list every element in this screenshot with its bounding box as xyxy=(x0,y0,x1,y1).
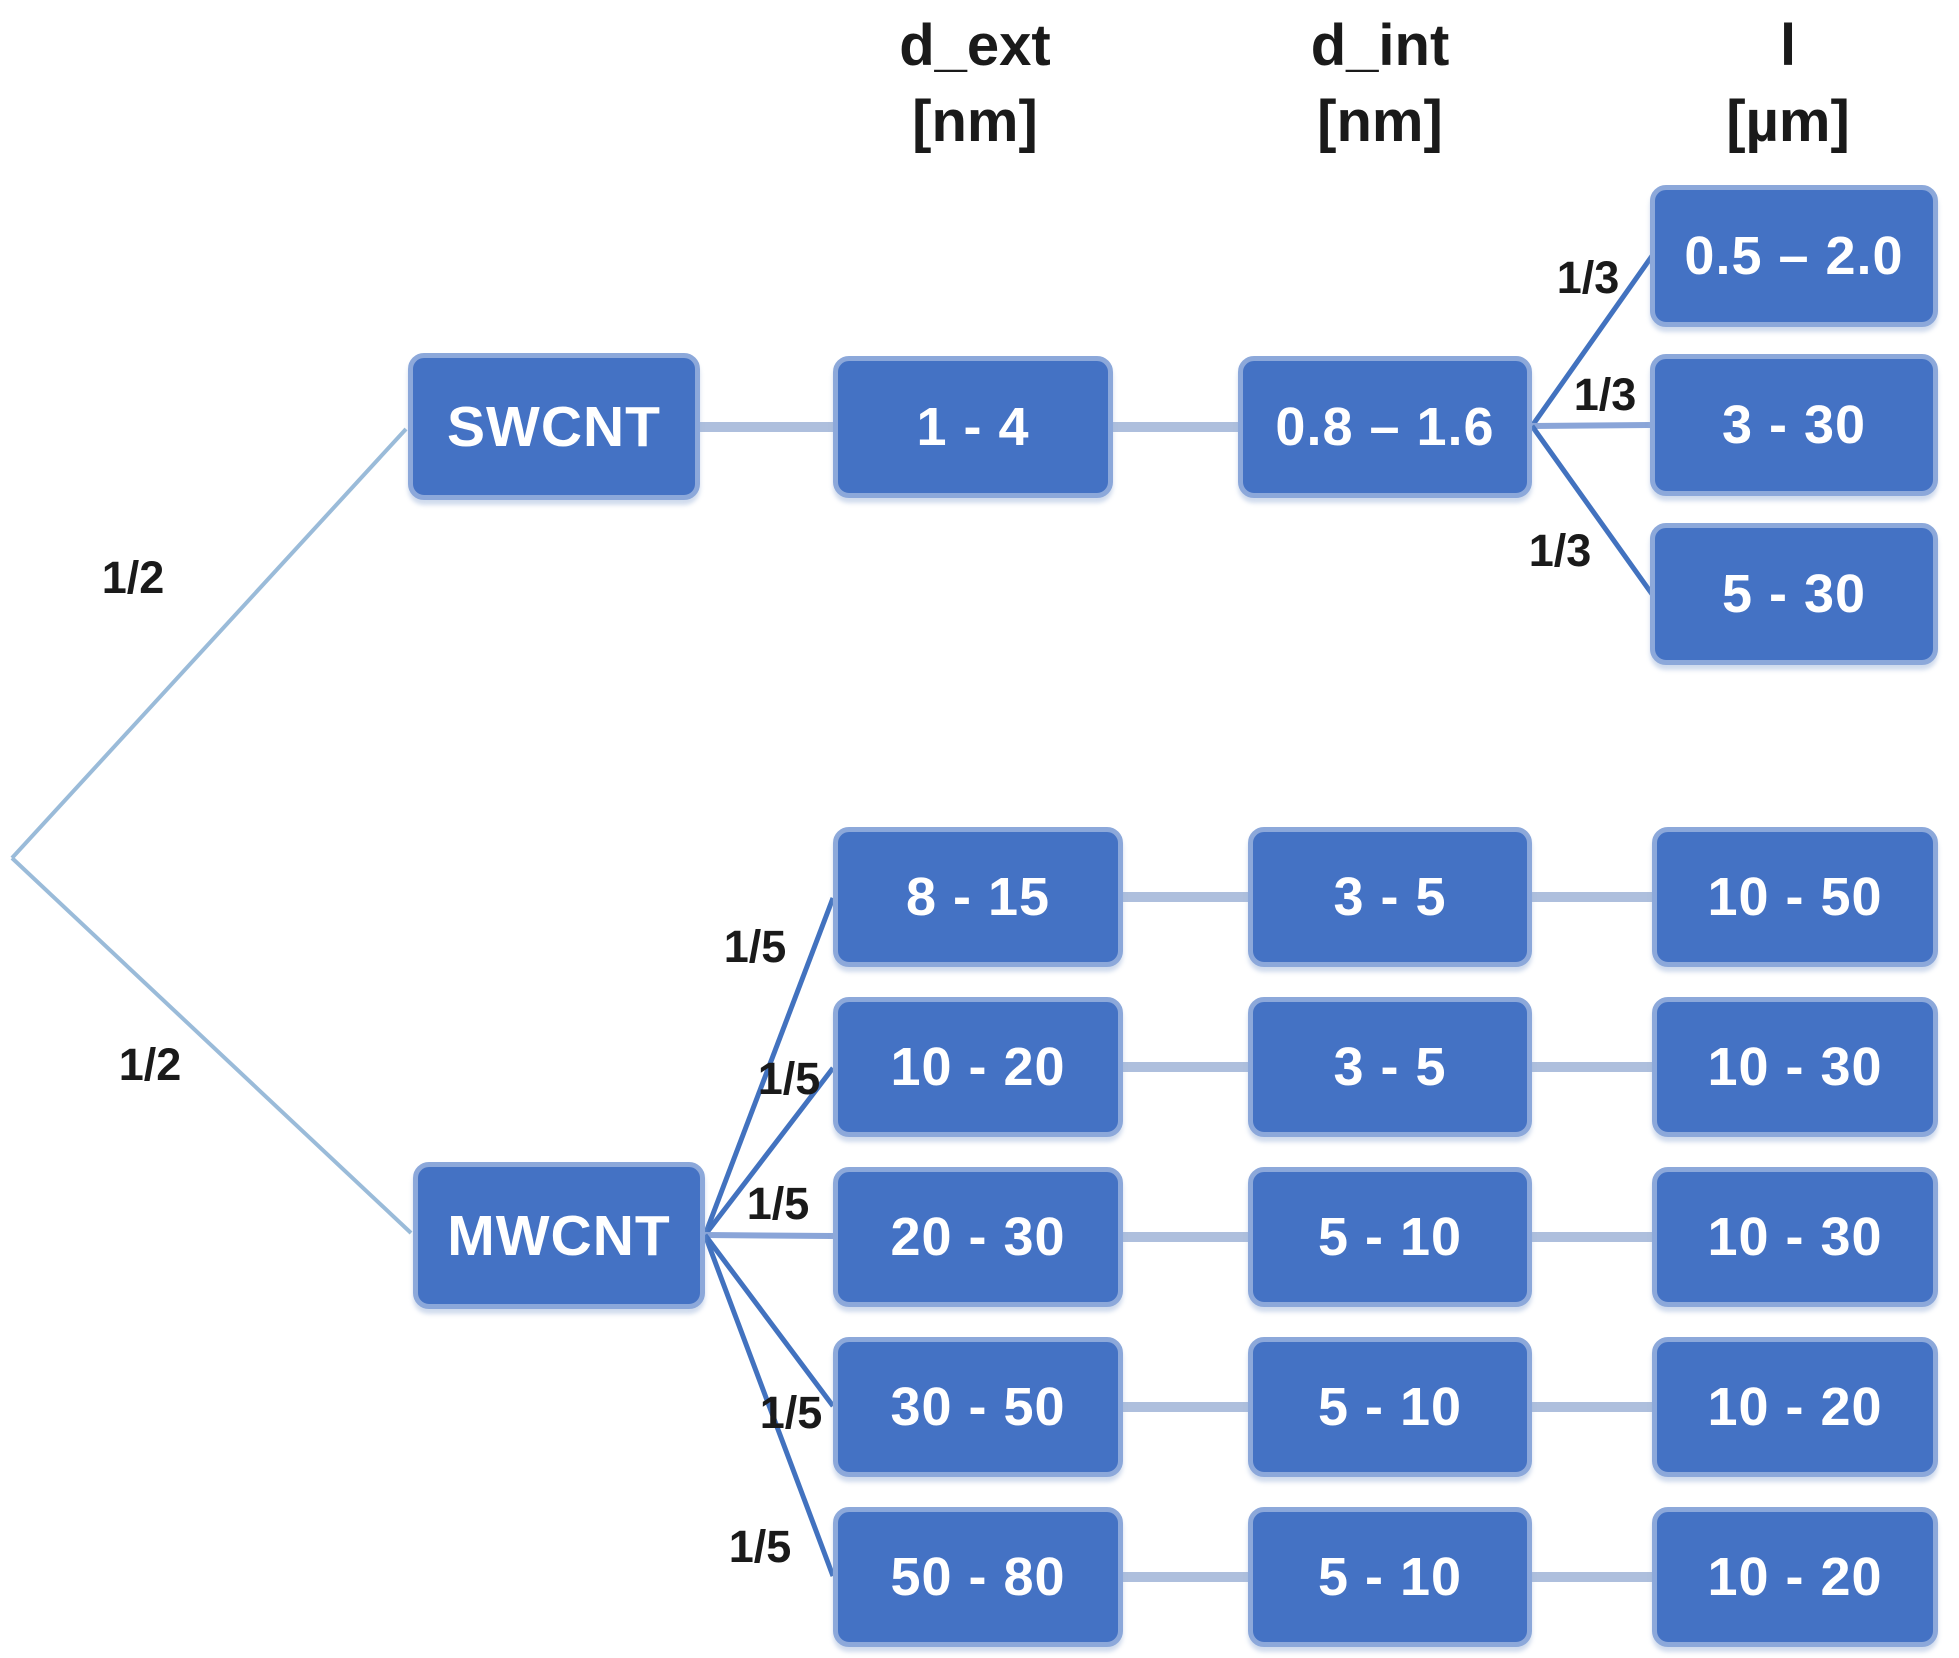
branch-mwcnt-r3 xyxy=(704,1232,834,1239)
node-mwcnt-r5-length: 10 - 20 xyxy=(1652,1507,1938,1647)
node-mwcnt-r3-d-ext: 20 - 30 xyxy=(833,1167,1123,1307)
node-mwcnt-r2-d-ext: 10 - 20 xyxy=(833,997,1123,1137)
probability-label-mwcnt-r1: 1/5 xyxy=(723,921,787,972)
node-swcnt-length-1: 0.5 – 2.0 xyxy=(1650,185,1938,327)
probability-label-swcnt: 1/2 xyxy=(101,552,165,603)
node-swcnt: SWCNT xyxy=(408,353,700,500)
header-d-ext: d_ext[nm] xyxy=(899,13,1051,154)
node-swcnt-length-2: 3 - 30 xyxy=(1650,354,1938,496)
header-d-int: d_int[nm] xyxy=(1310,13,1450,154)
probability-label-mwcnt-r4: 1/5 xyxy=(759,1387,823,1438)
node-mwcnt-r2-d-int: 3 - 5 xyxy=(1248,997,1532,1137)
branch-swcnt-l1 xyxy=(1529,254,1655,428)
node-mwcnt-r3-d-int: 5 - 10 xyxy=(1248,1167,1532,1307)
branch-swcnt-l2 xyxy=(1531,422,1651,429)
branch-mwcnt-r1 xyxy=(702,897,836,1236)
probability-label-mwcnt: 1/2 xyxy=(118,1039,182,1090)
header-length: l[µm] xyxy=(1726,13,1850,154)
probability-label-mwcnt-r5: 1/5 xyxy=(728,1521,792,1572)
probability-label-swcnt-l3: 1/3 xyxy=(1528,525,1592,576)
branch-swcnt-l3 xyxy=(1529,424,1655,596)
branch-root-mwcnt xyxy=(10,856,413,1235)
node-mwcnt-r1-length: 10 - 50 xyxy=(1652,827,1938,967)
node-mwcnt-r3-length: 10 - 30 xyxy=(1652,1167,1938,1307)
node-swcnt-d-int: 0.8 – 1.6 xyxy=(1238,356,1532,498)
probability-label-mwcnt-r3: 1/5 xyxy=(746,1178,810,1229)
branch-root-swcnt xyxy=(10,427,408,860)
node-mwcnt-r1-d-int: 3 - 5 xyxy=(1248,827,1532,967)
node-mwcnt-r4-d-int: 5 - 10 xyxy=(1248,1337,1532,1477)
node-mwcnt: MWCNT xyxy=(413,1162,705,1309)
node-mwcnt-r5-d-int: 5 - 10 xyxy=(1248,1507,1532,1647)
node-mwcnt-r1-d-ext: 8 - 15 xyxy=(833,827,1123,967)
probability-label-swcnt-l1: 1/3 xyxy=(1556,252,1620,303)
branch-mwcnt-r4 xyxy=(702,1233,836,1408)
node-mwcnt-r4-d-ext: 30 - 50 xyxy=(833,1337,1123,1477)
node-swcnt-d-ext: 1 - 4 xyxy=(833,356,1113,498)
probability-label-mwcnt-r2: 1/5 xyxy=(757,1053,821,1104)
branch-mwcnt-r2 xyxy=(703,1066,835,1237)
node-swcnt-length-3: 5 - 30 xyxy=(1650,523,1938,665)
node-mwcnt-r4-length: 10 - 20 xyxy=(1652,1337,1938,1477)
node-mwcnt-r2-length: 10 - 30 xyxy=(1652,997,1938,1137)
branch-mwcnt-r5 xyxy=(702,1234,836,1577)
probability-label-swcnt-l2: 1/3 xyxy=(1573,369,1637,420)
node-mwcnt-r5-d-ext: 50 - 80 xyxy=(833,1507,1123,1647)
